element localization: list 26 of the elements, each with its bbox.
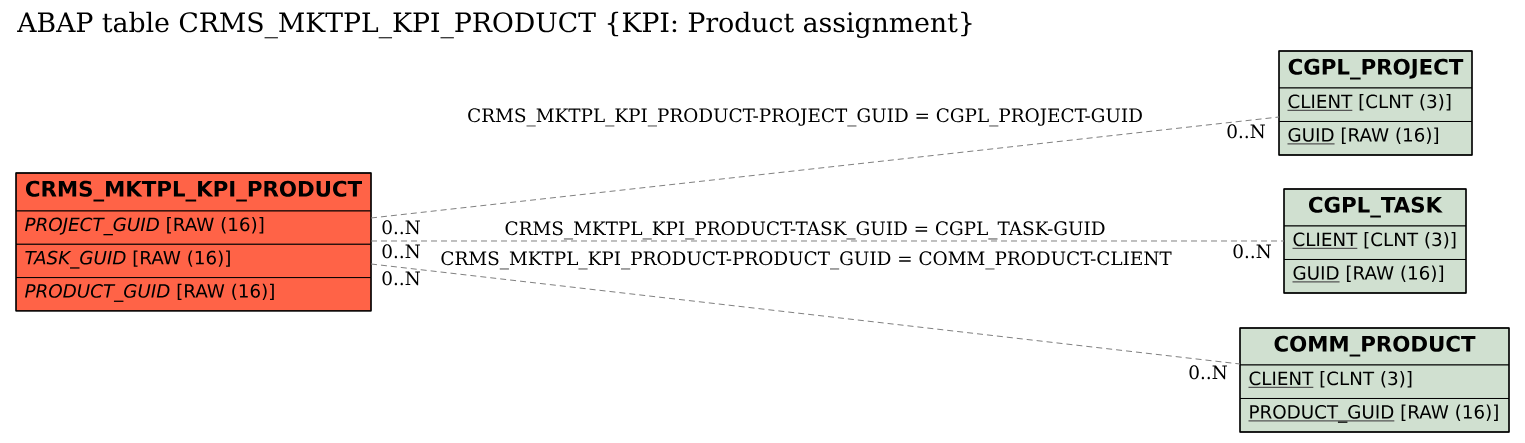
edge-label: CRMS_MKTPL_KPI_PRODUCT-PROJECT_GUID = CGPL_PROJECT-GUID (465, 107, 1145, 127)
table-row: CLIENT [CLNT (3)] (1278, 87, 1473, 122)
cardinality-label: 0..N (382, 220, 420, 235)
table-header: CRMS_MKTPL_KPI_PRODUCT (15, 172, 372, 212)
table-row: GUID [RAW (16)] (1278, 121, 1473, 156)
table-row: PRODUCT_GUID [RAW (16)] (1239, 398, 1510, 433)
relationship-line (370, 263, 1241, 365)
table-row: GUID [RAW (16)] (1283, 259, 1467, 294)
table-header: CGPL_PROJECT (1278, 50, 1473, 89)
table-row: TASK_GUID [RAW (16)] (15, 243, 372, 279)
cardinality-label: 0..N (382, 244, 420, 259)
cardinality-label: 0..N (382, 271, 420, 286)
table-row: CLIENT [CLNT (3)] (1283, 225, 1467, 260)
cardinality-label: 0..N (1233, 244, 1271, 259)
table-row: PROJECT_GUID [RAW (16)] (15, 210, 372, 245)
table-header: COMM_PRODUCT (1239, 327, 1510, 366)
relationship-line (370, 116, 1280, 219)
relationship-line (370, 240, 1285, 242)
diagram-title: ABAP table CRMS_MKTPL_KPI_PRODUCT {KPI: Product assignment} (17, 11, 972, 39)
table-row: PRODUCT_GUID [RAW (16)] (15, 277, 372, 312)
cardinality-label: 0..N (1189, 365, 1227, 380)
edge-label: CRMS_MKTPL_KPI_PRODUCT-PRODUCT_GUID = COMM_PRODUCT-CLIENT (438, 250, 1174, 270)
edge-label: CRMS_MKTPL_KPI_PRODUCT-TASK_GUID = CGPL_TASK-GUID (502, 220, 1108, 240)
table-header: CGPL_TASK (1283, 188, 1467, 227)
cardinality-label: 0..N (1227, 124, 1265, 139)
table-row: CLIENT [CLNT (3)] (1239, 364, 1510, 399)
